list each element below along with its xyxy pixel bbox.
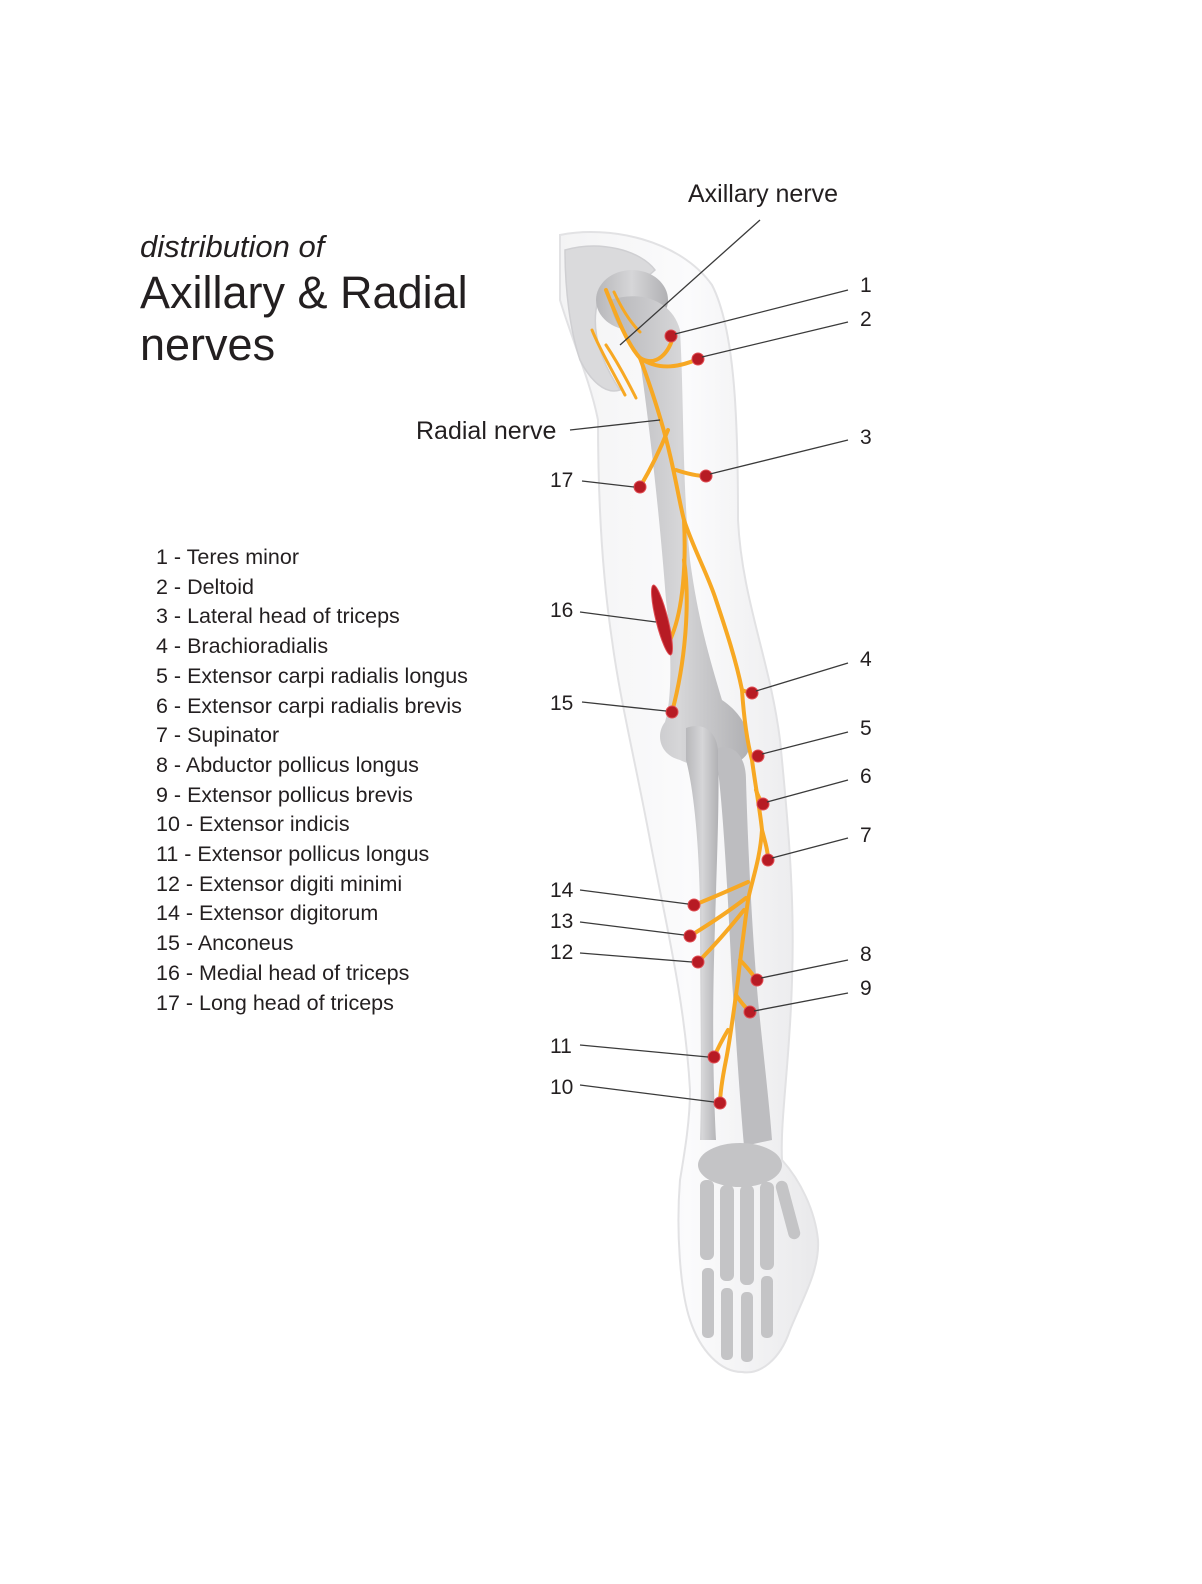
marker-numbers: 1 2 3 17 16 4 15 5 6 7 14 13 12 8 9 11 1… [550,274,872,1099]
leader-14 [579,889,689,905]
leader-7 [771,837,849,859]
legend-item: 9 - Extensor pollicus brevis [156,782,413,807]
muscle-point-2 [691,352,705,366]
diagram-title-line-2: nerves [140,319,276,370]
branch-medial-head [668,518,687,642]
muscle-point-13 [683,929,697,943]
muscle-legend: 1 - Teres minor 2 - Deltoid 3 - Lateral … [156,543,468,1018]
diagram-subtitle: distribution of [140,229,325,264]
legend-item: 1 - Teres minor [156,545,299,569]
leader-11 [579,1044,709,1058]
leader-12 [579,952,693,963]
legend-item: 10 - Extensor indicis [156,812,350,837]
legend-item: 3 - Lateral head of triceps [156,604,400,629]
marker-label-1: 1 [860,274,872,297]
muscle-point-17 [633,480,647,494]
leader-axillary [619,219,761,346]
leader-13 [579,921,685,936]
marker-label-6: 6 [860,765,872,788]
leader-lines [569,219,849,1103]
marker-label-12: 12 [550,941,573,964]
arm-silhouette [559,231,820,1374]
diagram-heading: distribution of Axillary & Radial nerves [140,228,468,370]
muscle-point-16 [651,584,673,656]
radius-bone [718,747,772,1146]
muscle-point-5 [751,749,765,763]
radial-nerve-trunk [638,356,765,1107]
leader-5 [761,731,849,755]
legend-item: 16 - Medial head of triceps [156,960,410,985]
legend-item: 15 - Anconeus [156,931,294,956]
marker-label-2: 2 [860,308,872,331]
leader-16 [579,611,657,623]
leader-15 [581,701,667,712]
muscle-point-7 [761,853,775,867]
leader-9 [753,992,849,1012]
leader-2 [701,321,849,358]
muscle-point-1 [664,329,678,343]
hand-bones [698,1143,801,1362]
leader-radial [569,419,661,431]
marker-label-9: 9 [860,977,872,1000]
marker-label-17: 17 [550,469,573,492]
marker-label-10: 10 [550,1076,573,1099]
radial-nerve-label: Radial nerve [416,417,556,445]
leader-3 [709,439,849,475]
ulna-bone [686,726,719,1140]
marker-label-11: 11 [550,1035,572,1058]
muscle-point-11 [707,1050,721,1064]
leader-1 [674,289,849,335]
legend-item: 11 - Extensor pollicus longus [156,842,430,867]
muscle-point-4 [745,686,759,700]
legend-item: 2 - Deltoid [156,574,254,599]
marker-label-4: 4 [860,648,872,671]
leader-4 [755,662,849,692]
legend-item: 5 - Extensor carpi radialis longus [156,663,468,688]
marker-label-15: 15 [550,692,573,715]
muscle-point-14 [687,898,701,912]
legend-item: 17 - Long head of triceps [156,990,394,1015]
muscle-point-15 [665,705,679,719]
muscle-point-8 [750,973,764,987]
marker-label-14: 14 [550,879,574,902]
legend-item: 7 - Supinator [156,723,280,748]
leader-17 [581,480,635,488]
muscle-point-9 [743,1005,757,1019]
marker-label-16: 16 [550,599,573,622]
branch-anconeus [670,558,689,714]
humerus-bone [610,296,749,767]
leader-8 [760,959,849,979]
legend-item: 6 - Extensor carpi radialis brevis [156,693,462,718]
marker-label-8: 8 [860,943,872,966]
marker-label-13: 13 [550,910,573,933]
muscle-point-12 [691,955,705,969]
legend-item: 8 - Abductor pollicus longus [156,752,419,777]
axillary-nerve-label: Axillary nerve [688,180,838,208]
muscle-point-6 [756,797,770,811]
legend-item: 12 - Extensor digiti minimi [156,871,403,896]
marker-label-7: 7 [860,824,872,847]
legend-item: 4 - Brachioradialis [156,634,329,659]
marker-label-5: 5 [860,717,872,740]
marker-label-3: 3 [860,426,872,449]
muscle-point-3 [699,469,713,483]
leader-10 [579,1084,715,1103]
leader-6 [766,779,849,803]
muscle-point-10 [713,1096,727,1110]
diagram-title-line-1: Axillary & Radial [140,267,468,318]
legend-item: 14 - Extensor digitorum [156,901,379,926]
